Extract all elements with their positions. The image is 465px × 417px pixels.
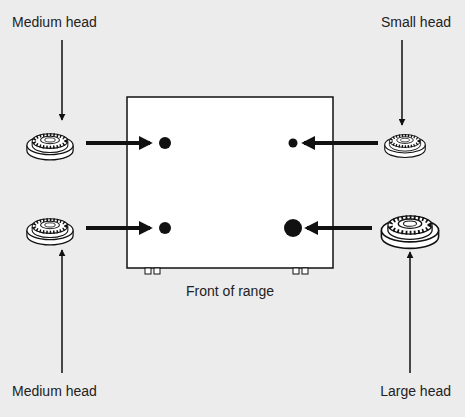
range-top	[127, 97, 333, 268]
range-foot	[154, 268, 160, 274]
small-burner-head	[385, 135, 425, 158]
leader-arrow	[409, 252, 411, 373]
part-label: Large head	[380, 383, 451, 399]
placement-arrow	[307, 226, 372, 230]
leader-arrow	[401, 40, 403, 125]
part-label: Medium head	[12, 383, 97, 399]
part-label: Medium head	[12, 14, 97, 30]
range-foot	[293, 268, 299, 274]
placement-arrow	[86, 226, 150, 230]
burner-hole	[284, 219, 302, 237]
part-label: Small head	[381, 14, 451, 30]
orientation-label: Front of range	[186, 283, 274, 299]
medium-burner-head	[27, 219, 73, 245]
leader-arrow	[61, 250, 63, 373]
range-foot	[302, 268, 308, 274]
burner-hole	[159, 137, 171, 149]
burner-hole	[289, 139, 298, 148]
placement-arrow	[86, 141, 150, 145]
leader-arrow	[61, 40, 63, 120]
range-foot	[145, 268, 151, 274]
medium-burner-head	[27, 134, 73, 160]
burner-hole	[159, 222, 171, 234]
large-burner-head	[381, 216, 438, 249]
placement-arrow	[304, 141, 378, 145]
